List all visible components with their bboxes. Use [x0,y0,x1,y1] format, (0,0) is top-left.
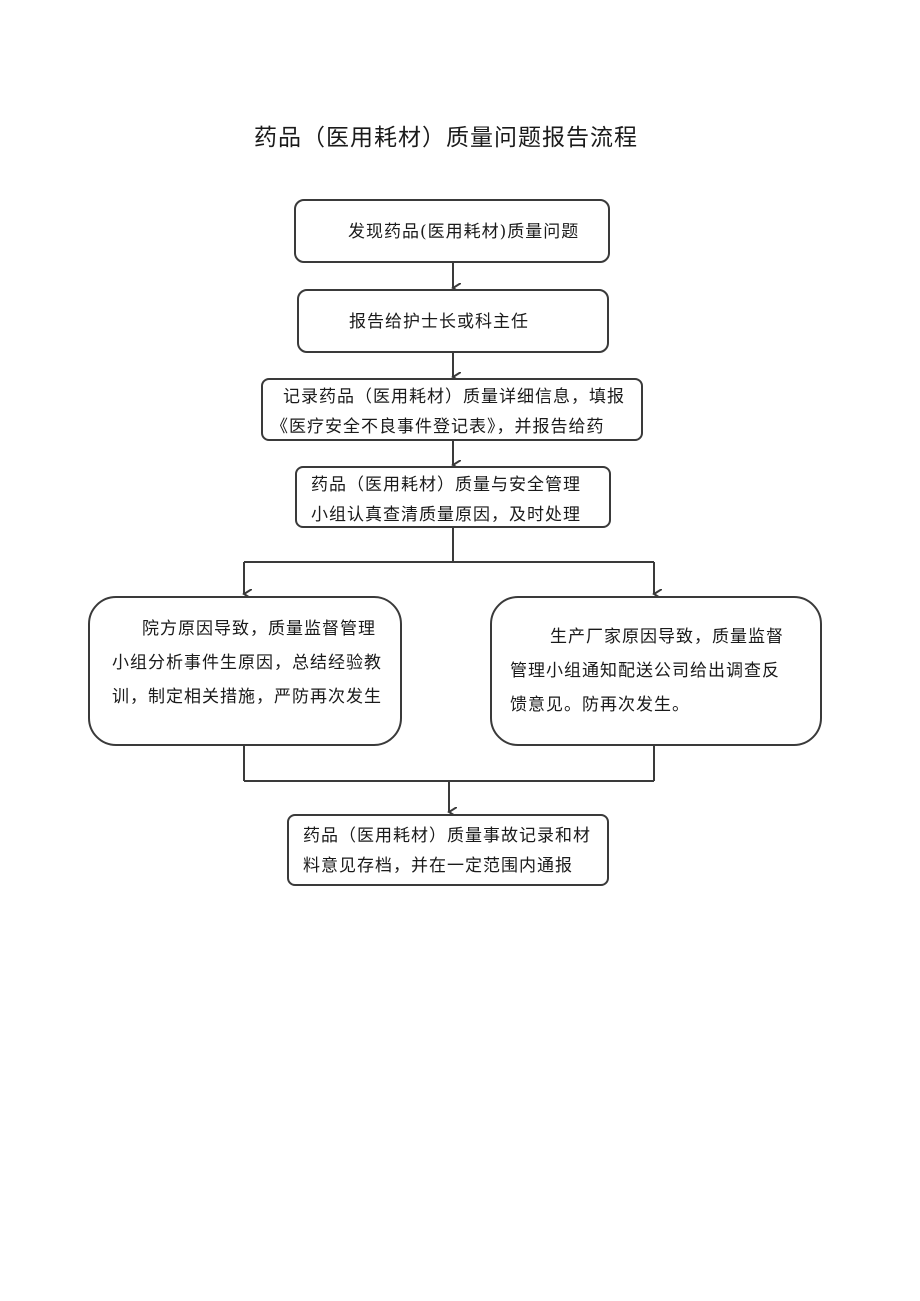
page-title: 药品（医用耗材）质量问题报告流程 [254,125,638,151]
node-text-line: 药品（医用耗材）质量事故记录和材 [303,826,591,846]
node-text-line: 训，制定相关措施，严防再次发生 [112,687,382,707]
node-discover-problem: 发现药品(医用耗材)质量问题 [294,199,610,263]
node-text-line: 《医疗安全不良事件登记表》，并报告给药 [271,417,605,437]
node-text-line: 小组分析事件生原因，总结经验教 [112,653,382,673]
node-text-line: 馈意见。防再次发生。 [510,695,690,715]
node-archive-and-notify: 药品（医用耗材）质量事故记录和材 料意见存档，并在一定范围内通报 [287,814,609,886]
node-manufacturer-cause: 生产厂家原因导致，质量监督 管理小组通知配送公司给出调查反 馈意见。防再次发生。 [490,596,822,746]
node-text-line: 小组认真查清质量原因，及时处理 [311,505,581,525]
node-text-line: 料意见存档，并在一定范围内通报 [303,856,573,876]
node-text-line: 报告给护士长或科主任 [349,312,529,332]
node-text-line: 发现药品(医用耗材)质量问题 [348,222,580,242]
node-text-line: 管理小组通知配送公司给出调查反 [510,661,780,681]
node-text-line: 记录药品（医用耗材）质量详细信息，填报 [283,387,625,407]
node-text-line: 药品（医用耗材）质量与安全管理 [311,475,581,495]
node-report-to-head-nurse: 报告给护士长或科主任 [297,289,609,353]
node-text-line: 生产厂家原因导致，质量监督 [550,627,784,647]
node-record-details: 记录药品（医用耗材）质量详细信息，填报 《医疗安全不良事件登记表》，并报告给药 [261,378,643,441]
node-hospital-cause: 院方原因导致，质量监督管理 小组分析事件生原因，总结经验教 训，制定相关措施，严… [88,596,402,746]
node-text-line: 院方原因导致，质量监督管理 [142,619,376,639]
node-investigate-cause: 药品（医用耗材）质量与安全管理 小组认真查清质量原因，及时处理 [295,466,611,528]
